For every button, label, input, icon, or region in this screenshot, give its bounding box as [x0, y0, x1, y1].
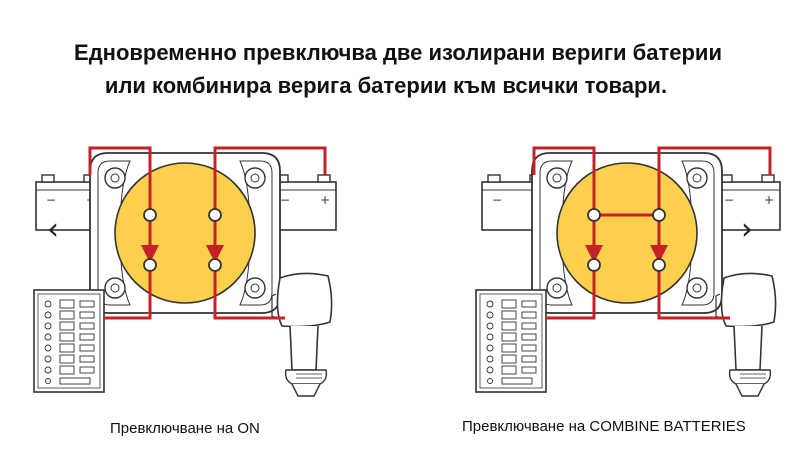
battery-switch-icon [89, 152, 281, 314]
switch-panel-icon [33, 289, 105, 393]
chevron-left-icon[interactable]: ‹ [47, 212, 59, 247]
panel-on [33, 146, 337, 397]
terminals-combine [587, 208, 666, 272]
outboard-motor-icon [271, 272, 333, 397]
panel-combine [475, 146, 781, 397]
terminals-on [143, 208, 222, 272]
chevron-right-icon[interactable]: › [741, 212, 753, 247]
outboard-motor-icon [715, 272, 777, 397]
caption-combine: Превключване на COMBINE BATTERIES [462, 418, 746, 435]
switch-panel-icon [475, 289, 547, 393]
battery-switch-icon [531, 152, 723, 314]
caption-on: Превключване на ON [110, 420, 260, 437]
headline-line-1: Едновременно превключва две изолирани ве… [74, 40, 722, 65]
headline-line-2: или комбинира верига батерии към всички … [104, 73, 668, 98]
